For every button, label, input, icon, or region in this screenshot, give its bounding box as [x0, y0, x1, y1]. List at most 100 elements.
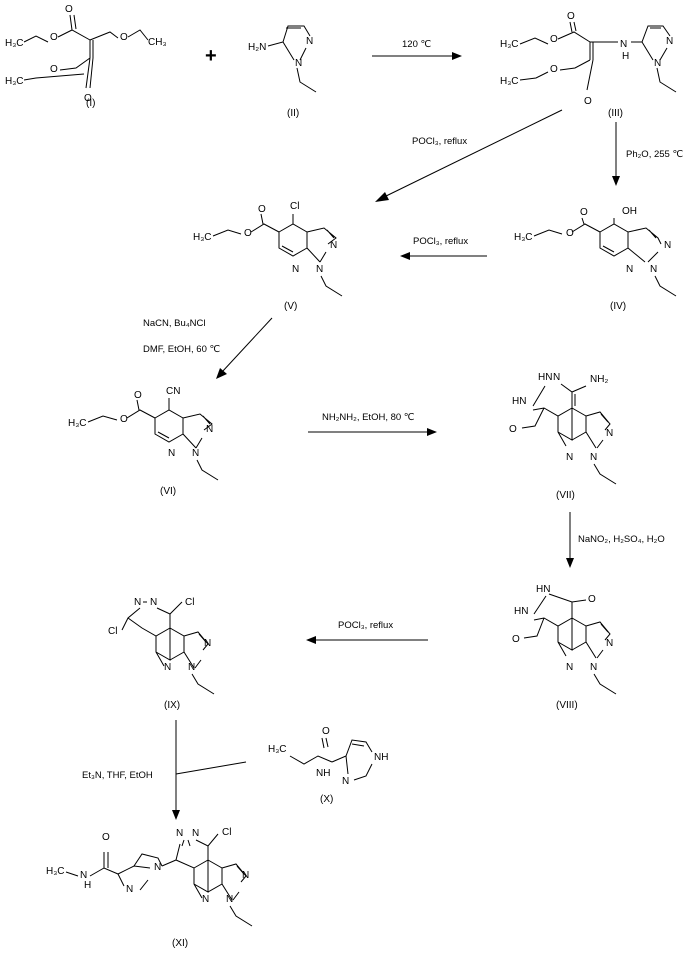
atom-o: O	[550, 64, 558, 75]
compound-VIII: HN HN O O N N N (VIII)	[512, 584, 617, 711]
atom-n: N	[292, 264, 299, 275]
arrow-step8: Et₃N, THF, EtOH	[82, 720, 247, 820]
atom-h3c: H₃C	[68, 418, 87, 429]
atom-n: N	[150, 597, 157, 608]
condition-step2b: Ph₂O, 255 ℃	[626, 149, 683, 160]
atom-o: O	[65, 4, 73, 15]
arrow-step6: NaNO₂, H₂SO₄, H₂O	[566, 512, 665, 568]
atom-o: O	[244, 228, 252, 239]
atom-n: N	[606, 638, 613, 649]
compound-label-VIII: (VIII)	[556, 700, 578, 711]
atom-n: N	[330, 240, 337, 251]
atom-o: O	[588, 594, 596, 605]
atom-nh: NH	[374, 752, 388, 763]
atom-h3c: H₃C	[5, 38, 24, 49]
atom-n: N	[342, 776, 349, 787]
condition-step1: 120 ℃	[402, 39, 431, 50]
compound-X: H₃C O NH NH N (X)	[268, 726, 388, 805]
atom-o: O	[102, 832, 110, 843]
atom-o: O	[512, 634, 520, 645]
atom-n: N	[566, 452, 573, 463]
compound-V: H₃C O O Cl N N N (V)	[193, 201, 343, 312]
atom-cl: Cl	[108, 626, 117, 637]
compound-XI: H₃C O H N N N N N Cl N N N (XI)	[46, 827, 253, 949]
atom-n: N	[164, 662, 171, 673]
atom-n: N	[126, 884, 133, 895]
atom-h3c: H₃C	[193, 232, 212, 243]
arrow-step5: NH₂NH₂, EtOH, 80 ℃	[308, 412, 437, 436]
atom-hn: H	[84, 880, 91, 891]
atom-o: O	[584, 96, 592, 107]
atom-n: N	[154, 862, 161, 873]
arrow-step1: 120 ℃	[372, 39, 462, 60]
condition-step4a: NaCN, Bu₄NCl	[143, 318, 205, 329]
compound-II: H₂N N N (II)	[248, 25, 317, 119]
atom-ch3: CH₃	[148, 37, 167, 48]
atom-n: N	[202, 894, 209, 905]
atom-o: O	[566, 228, 574, 239]
atom-o: O	[50, 64, 58, 75]
compound-label-XI: (XI)	[172, 938, 188, 949]
atom-hn: HN	[538, 372, 552, 383]
compound-label-II: (II)	[287, 108, 299, 119]
atom-nh: N	[620, 39, 627, 50]
atom-n: N	[566, 662, 573, 673]
atom-n: N	[650, 264, 657, 275]
atom-cn: CN	[166, 386, 180, 397]
atom-n: N	[206, 424, 213, 435]
compound-I: H₃C H₃C CH₃ O O O O O (I)	[5, 4, 167, 109]
compound-III: H₃C H₃C O O O O N H N N (III)	[500, 11, 677, 119]
atom-n: N	[654, 58, 661, 69]
atom-n: N	[134, 597, 141, 608]
compound-label-VII: (VII)	[556, 490, 575, 501]
atom-n: N	[316, 264, 323, 275]
atom-h2n: H₂N	[248, 42, 266, 53]
atom-cl: Cl	[222, 827, 231, 838]
atom-o: O	[258, 204, 266, 215]
condition-step5: NH₂NH₂, EtOH, 80 ℃	[322, 412, 415, 423]
atom-n: N	[295, 58, 302, 69]
atom-o: O	[509, 424, 517, 435]
condition-step3: POCl₃, reflux	[413, 236, 468, 247]
atom-h3c: H₃C	[268, 744, 287, 755]
atom-o: O	[134, 390, 142, 401]
condition-step7: POCl₃, reflux	[338, 620, 393, 631]
atom-n: N	[666, 36, 673, 47]
atom-n: N	[168, 448, 175, 459]
atom-oh: OH	[622, 206, 637, 217]
atom-o: O	[567, 11, 575, 22]
atom-n: N	[590, 662, 597, 673]
compound-VII: HN N NH₂ HN O N N N (VII)	[509, 372, 617, 501]
atom-hn: HN	[514, 606, 528, 617]
atom-n: N	[188, 662, 195, 673]
atom-h3c: H₃C	[500, 76, 519, 87]
atom-o: O	[580, 207, 588, 218]
atom-o: O	[84, 93, 92, 104]
atom-n: N	[306, 36, 313, 47]
atom-n: N	[226, 894, 233, 905]
atom-cl: Cl	[185, 597, 194, 608]
atom-n: N	[553, 372, 560, 383]
atom-n: N	[664, 240, 671, 251]
arrow-step3: POCl₃, reflux	[400, 236, 487, 260]
atom-nh2: NH₂	[590, 374, 608, 385]
condition-step2a: POCl₃, reflux	[412, 136, 467, 147]
atom-o: O	[120, 32, 128, 43]
atom-h: H	[622, 51, 629, 62]
atom-n: N	[176, 828, 183, 839]
compound-label-IV: (IV)	[610, 301, 626, 312]
atom-hn: HN	[512, 396, 526, 407]
condition-step4b: DMF, EtOH, 60 ℃	[143, 344, 221, 355]
arrow-step7: POCl₃, reflux	[306, 620, 428, 644]
compound-label-X: (X)	[320, 794, 333, 805]
atom-o: O	[120, 414, 128, 425]
atom-n: N	[192, 448, 199, 459]
compound-label-V: (V)	[284, 301, 297, 312]
atom-o: O	[322, 726, 330, 737]
atom-hn: HN	[536, 584, 550, 595]
atom-n: N	[606, 428, 613, 439]
arrow-step2b: Ph₂O, 255 ℃	[612, 122, 683, 186]
atom-h3c: H₃C	[5, 76, 24, 87]
atom-o: O	[550, 34, 558, 45]
compound-IX: N N Cl Cl N N N (IX)	[108, 597, 215, 711]
